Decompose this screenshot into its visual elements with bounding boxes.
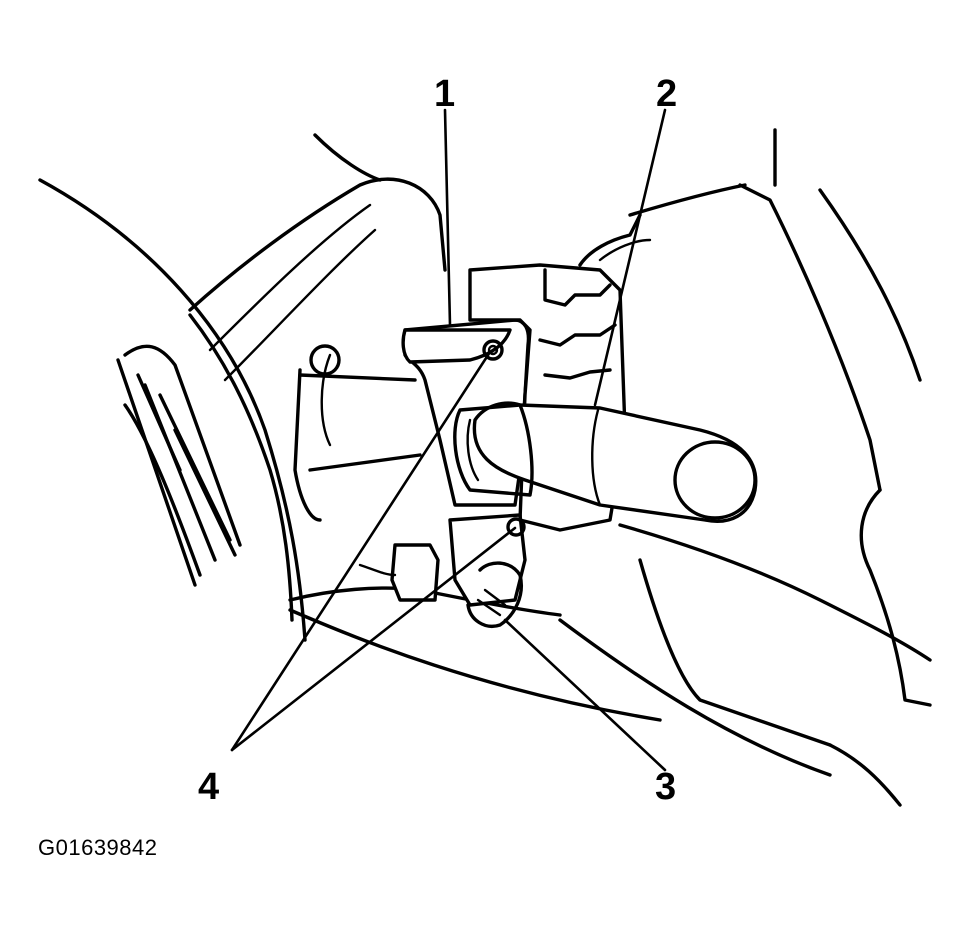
lever-collar xyxy=(591,408,602,507)
lower-wire xyxy=(358,563,397,577)
column-wire xyxy=(320,353,332,447)
leader-3 xyxy=(503,618,667,772)
leader-4b xyxy=(230,526,517,752)
figure-id: G01639842 xyxy=(38,835,158,860)
connector-3-detail xyxy=(476,588,507,617)
wiring-strand xyxy=(598,238,652,262)
steering-spoke-upper xyxy=(188,177,447,312)
spoke-inner-line xyxy=(208,203,372,352)
callout-2: 2 xyxy=(656,73,678,115)
dash-panel-lower-2 xyxy=(638,558,832,747)
lower-panel-line xyxy=(288,608,662,722)
lever-boot-inner xyxy=(466,418,480,482)
housing-connector-top xyxy=(543,268,612,307)
dash-panel-lower xyxy=(859,488,932,707)
column-fastener xyxy=(309,344,341,376)
leader-1 xyxy=(443,108,452,327)
housing-connector-bottom xyxy=(538,323,617,347)
upper-column-cover-edge xyxy=(313,133,382,182)
callout-1: 1 xyxy=(434,73,456,115)
steering-wheel-rim xyxy=(38,178,307,642)
callout-3: 3 xyxy=(655,766,677,808)
dash-inner-sweep xyxy=(618,523,932,662)
housing-connector-mid xyxy=(543,368,612,380)
dash-lower-arc xyxy=(558,618,832,777)
lever-end-cap xyxy=(673,440,757,520)
wiring-harness xyxy=(578,213,642,267)
dash-top-sweep xyxy=(628,183,747,217)
steering-wheel-inner-edge xyxy=(188,313,294,622)
wiring-connector-3 xyxy=(466,561,523,628)
lower-mount xyxy=(448,513,527,607)
column-shaft-top xyxy=(298,373,417,382)
dash-panel-outer xyxy=(818,188,922,382)
leader-4a xyxy=(230,350,492,752)
column-lower-left xyxy=(293,368,322,522)
lever-boot xyxy=(453,403,534,497)
spoke-inner-line-2 xyxy=(223,228,377,382)
lower-screw xyxy=(506,517,526,537)
horn-pad-ridges xyxy=(116,344,242,587)
upper-screw-head xyxy=(487,344,499,356)
lower-left-bracket xyxy=(390,543,440,602)
callout-leaders xyxy=(230,108,667,772)
callout-4: 4 xyxy=(198,766,220,808)
column-shaft-bottom xyxy=(308,453,422,472)
dash-panel-edge xyxy=(738,183,882,492)
upper-screw xyxy=(482,339,504,361)
leader-2 xyxy=(593,108,667,407)
dash-lower-sweep xyxy=(828,743,902,807)
